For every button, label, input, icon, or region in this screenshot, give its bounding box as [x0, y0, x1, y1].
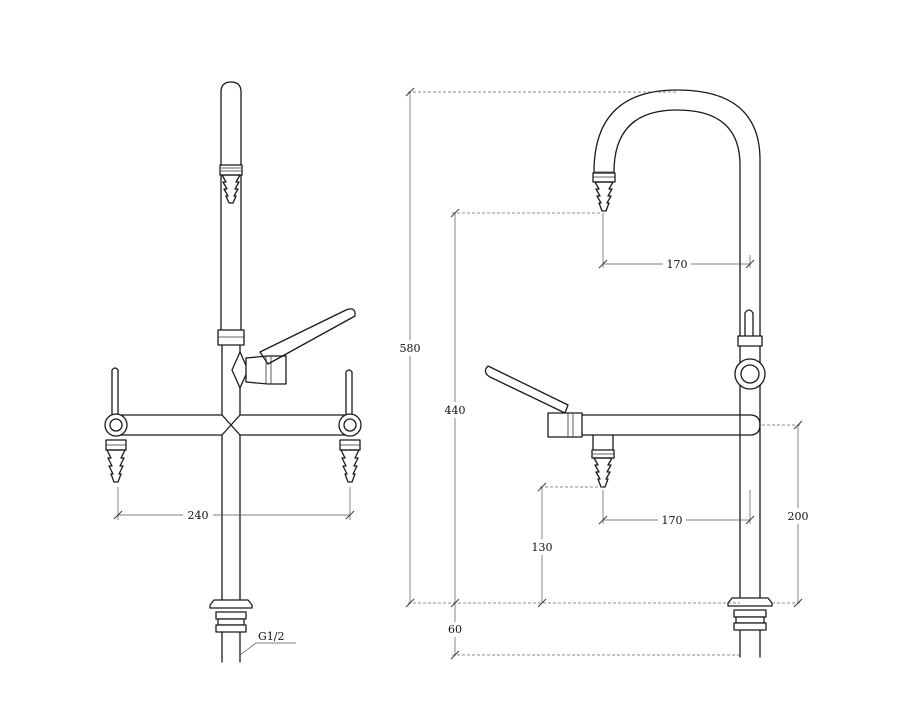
dim-front-width: 240	[188, 509, 209, 522]
front-top-serrated-nozzle	[221, 174, 241, 204]
side-lower-serrated-nozzle	[593, 457, 613, 488]
front-main-pipe	[220, 81, 242, 596]
side-valve-stem	[737, 335, 763, 347]
thread-leader	[239, 642, 296, 656]
side-horizontal-arm	[579, 414, 761, 436]
front-shank	[221, 594, 241, 663]
side-shank	[739, 629, 761, 658]
side-base-flange	[727, 597, 773, 607]
side-valve-inner-ring	[740, 364, 760, 384]
dim-arm-height: 200	[788, 510, 809, 523]
dim-base-offset: 60	[448, 623, 462, 636]
thread-label: G1/2	[258, 630, 285, 643]
front-view: 240 G1/2	[104, 81, 362, 663]
front-valve-diamond	[231, 351, 249, 389]
front-base-flange	[209, 599, 253, 609]
dim-spout-height: 440	[445, 404, 466, 417]
front-center-coupling	[217, 329, 245, 346]
side-view: 580 440 170 170 130	[398, 87, 810, 660]
front-right-outlet	[338, 369, 362, 483]
front-left-outlet	[104, 367, 128, 483]
front-lever-handle	[259, 308, 356, 365]
dim-side-height: 130	[532, 541, 553, 554]
side-gooseneck-inner	[613, 109, 741, 599]
side-gooseneck-outer	[593, 89, 761, 599]
side-top-serrated-nozzle	[594, 181, 614, 212]
front-base-washer	[215, 611, 247, 620]
side-arm-valve-body	[547, 412, 583, 438]
front-cross-bar	[117, 414, 351, 436]
dim-total-height: 580	[400, 342, 421, 355]
side-valve-outer-ring	[734, 358, 766, 390]
side-top-nut	[592, 172, 616, 183]
side-base-washer	[733, 609, 767, 618]
dim-spout-reach: 170	[667, 258, 688, 271]
front-top-nut	[219, 164, 243, 176]
side-lower-tee	[592, 434, 614, 451]
dim-side-reach: 170	[662, 514, 683, 527]
side-lever-handle	[484, 365, 569, 414]
